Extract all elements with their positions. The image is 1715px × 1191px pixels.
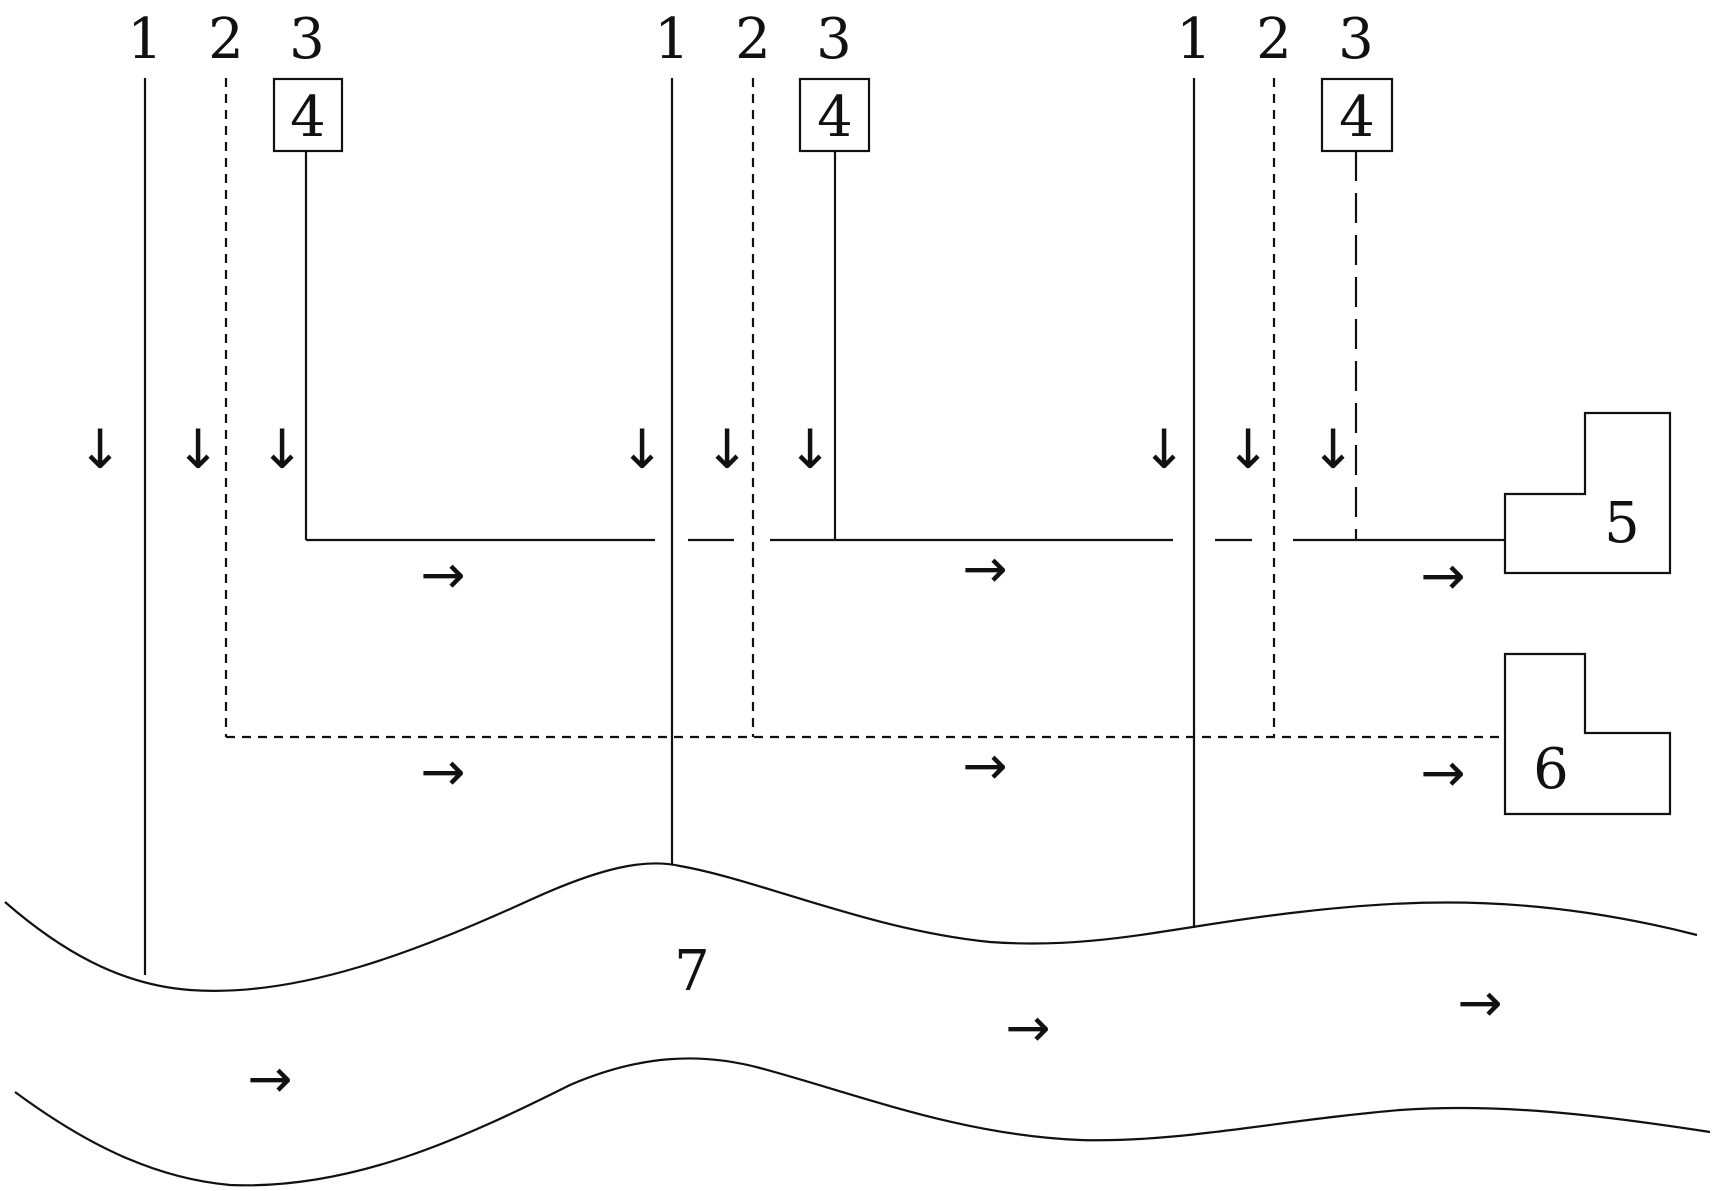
label-line-3: 3: [289, 7, 325, 72]
label-tank-6: 6: [1533, 737, 1569, 802]
arrow-right: →: [962, 537, 1007, 600]
label-line-2: 2: [1256, 7, 1292, 72]
box-4: [798, 77, 871, 153]
arrow-right: →: [1005, 996, 1050, 1059]
arrow-down-2a: ↓: [175, 418, 220, 481]
box-4: [1320, 77, 1394, 153]
label-line-2: 2: [208, 7, 244, 72]
label-line-1: 1: [1176, 7, 1212, 72]
arrow-down-3b: ↓: [787, 418, 832, 481]
arrow-right: →: [1457, 971, 1502, 1034]
label-line-3: 3: [816, 7, 852, 72]
label-box-4: 4: [817, 85, 853, 150]
label-line-3: 3: [1338, 7, 1374, 72]
box-4: [272, 77, 344, 153]
arrow-right: →: [420, 543, 465, 606]
arrow-right: →: [962, 734, 1007, 797]
river-lower-bank: [14, 1057, 1711, 1187]
arrow-down-1c: ↓: [1141, 418, 1186, 481]
label-box-4: 4: [290, 85, 326, 150]
label-line-1: 1: [127, 7, 163, 72]
tank-5: 5: [1503, 411, 1672, 575]
group-a: 1 2 3 4 ↓ ↓ ↓: [77, 7, 344, 975]
arrow-down-3c: ↓: [1310, 418, 1355, 481]
label-river-7: 7: [674, 939, 710, 1004]
flow-arrows: → → → → → → → → →: [247, 537, 1502, 1110]
arrow-right: →: [420, 740, 465, 803]
arrow-right: →: [1420, 741, 1465, 804]
group-c: 1 2 3 4 ↓ ↓ ↓: [1141, 7, 1394, 928]
arrow-down-1a: ↓: [77, 418, 122, 481]
arrow-down-3a: ↓: [259, 418, 304, 481]
label-line-1: 1: [654, 7, 690, 72]
group-b: 1 2 3 4 ↓ ↓ ↓: [619, 7, 871, 865]
river-upper-bank: [4, 862, 1698, 992]
arrow-down-2b: ↓: [704, 418, 749, 481]
label-tank-5: 5: [1604, 491, 1640, 556]
label-line-2: 2: [735, 7, 771, 72]
arrow-down-1b: ↓: [619, 418, 664, 481]
arrow-down-2c: ↓: [1225, 418, 1270, 481]
label-box-4: 4: [1339, 85, 1375, 150]
arrow-right: →: [247, 1047, 292, 1110]
river-7: 7: [4, 862, 1711, 1187]
tank-6: 6: [1503, 652, 1672, 816]
arrow-right: →: [1420, 544, 1465, 607]
